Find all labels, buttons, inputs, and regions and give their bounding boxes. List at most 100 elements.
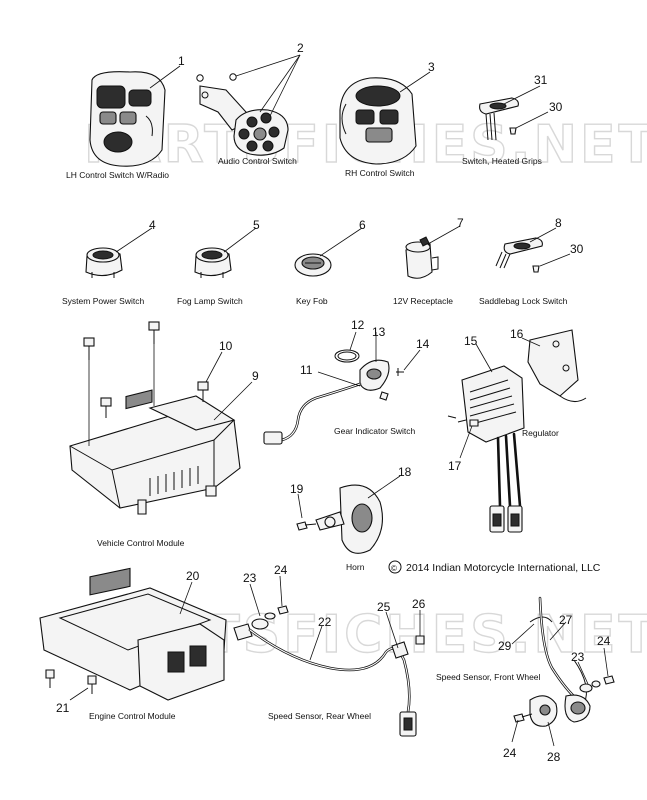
callout-3: 3 bbox=[428, 60, 435, 74]
callout-9: 9 bbox=[252, 369, 259, 383]
leader-23 bbox=[249, 583, 261, 617]
leader-2a bbox=[235, 54, 301, 77]
caption-gear-indicator-switch: Gear Indicator Switch bbox=[334, 426, 416, 436]
lh-control-switch-drawing bbox=[89, 71, 166, 167]
callout-22: 22 bbox=[318, 615, 332, 629]
callout-1: 1 bbox=[178, 54, 185, 68]
callout-12: 12 bbox=[351, 318, 365, 332]
callout-16: 16 bbox=[510, 327, 524, 341]
callout-23: 23 bbox=[243, 571, 257, 585]
callout-28: 28 bbox=[547, 750, 561, 764]
callout-24c: 24 bbox=[503, 746, 517, 760]
leader-29 bbox=[511, 623, 535, 645]
callout-13: 13 bbox=[372, 325, 386, 339]
caption-fog-lamp-switch: Fog Lamp Switch bbox=[177, 296, 243, 306]
leader-21 bbox=[69, 687, 89, 701]
callout-29: 29 bbox=[498, 639, 512, 653]
leader-12 bbox=[349, 331, 357, 351]
callout-30a: 30 bbox=[549, 100, 563, 114]
leader-31 bbox=[503, 85, 541, 105]
callout-15: 15 bbox=[464, 334, 478, 348]
leader-17 bbox=[459, 425, 473, 459]
leader-11 bbox=[317, 371, 361, 387]
callout-18: 18 bbox=[398, 465, 412, 479]
leader-5 bbox=[223, 227, 257, 253]
caption-lh-control-switch: LH Control Switch W/Radio bbox=[66, 170, 169, 180]
leader-19 bbox=[297, 493, 303, 519]
engine-control-module-drawing bbox=[39, 567, 227, 701]
callout-4: 4 bbox=[149, 218, 156, 232]
leader-27 bbox=[549, 621, 567, 641]
leader-9 bbox=[213, 381, 253, 421]
vehicle-control-module-drawing bbox=[69, 321, 241, 515]
caption-audio-control-switch: Audio Control Switch bbox=[218, 156, 297, 166]
callout-23b: 23 bbox=[571, 650, 585, 664]
leader-2c bbox=[269, 54, 301, 117]
speed-sensor-front-drawing bbox=[513, 596, 615, 727]
copyright-symbol: © bbox=[391, 564, 397, 573]
leader-7 bbox=[427, 225, 461, 245]
system-power-switch-drawing bbox=[85, 247, 123, 278]
caption-key-fob: Key Fob bbox=[296, 296, 328, 306]
copyright-text: 2014 Indian Motorcycle International, LL… bbox=[406, 562, 601, 574]
leader-2b bbox=[259, 54, 301, 113]
copyright-notice: © 2014 Indian Motorcycle International, … bbox=[388, 560, 601, 574]
leader-30a bbox=[515, 111, 549, 129]
callout-30b: 30 bbox=[570, 242, 584, 256]
receptacle-12v-drawing bbox=[405, 236, 439, 279]
callout-24a: 24 bbox=[274, 563, 288, 577]
audio-control-switch-drawing bbox=[196, 73, 289, 156]
callout-24b: 24 bbox=[597, 634, 611, 648]
caption-system-power-switch: System Power Switch bbox=[62, 296, 144, 306]
callout-27: 27 bbox=[559, 613, 573, 627]
callout-2: 2 bbox=[297, 41, 304, 55]
callout-17: 17 bbox=[448, 459, 462, 473]
leader-18 bbox=[367, 475, 401, 499]
leader-14 bbox=[403, 349, 421, 371]
leader-24c bbox=[511, 719, 519, 743]
leader-23b bbox=[577, 661, 589, 685]
callout-11: 11 bbox=[300, 363, 313, 377]
leader-15 bbox=[475, 343, 493, 373]
callout-14: 14 bbox=[416, 337, 430, 351]
callout-20: 20 bbox=[186, 569, 200, 583]
leader-30b bbox=[539, 253, 571, 267]
leader-4 bbox=[115, 227, 153, 253]
callout-8: 8 bbox=[555, 216, 562, 230]
callout-10: 10 bbox=[219, 339, 233, 353]
caption-rh-control-switch: RH Control Switch bbox=[345, 168, 415, 178]
caption-12v-receptacle: 12V Receptacle bbox=[393, 296, 453, 306]
leader-16 bbox=[521, 337, 541, 347]
rh-control-switch-drawing bbox=[339, 77, 417, 165]
leader-10 bbox=[205, 351, 223, 383]
horn-drawing bbox=[296, 484, 383, 554]
callout-19: 19 bbox=[290, 482, 304, 496]
speed-sensor-rear-drawing bbox=[233, 605, 425, 737]
caption-speed-sensor-front: Speed Sensor, Front Wheel bbox=[436, 672, 541, 682]
caption-heated-grips-switch: Switch, Heated Grips bbox=[462, 156, 542, 166]
callout-7: 7 bbox=[457, 216, 464, 230]
regulator-drawing bbox=[447, 329, 587, 533]
caption-vehicle-control-module: Vehicle Control Module bbox=[97, 538, 185, 548]
caption-speed-sensor-rear: Speed Sensor, Rear Wheel bbox=[268, 711, 371, 721]
leader-22 bbox=[309, 625, 323, 661]
leader-28 bbox=[547, 721, 555, 747]
fog-lamp-switch-drawing bbox=[194, 247, 232, 278]
key-fob-drawing bbox=[294, 253, 332, 277]
callout-21: 21 bbox=[56, 701, 70, 715]
leader-20 bbox=[179, 581, 193, 615]
caption-horn: Horn bbox=[346, 562, 365, 572]
leader-25 bbox=[385, 611, 399, 649]
leader-6 bbox=[319, 227, 363, 257]
caption-saddlebag-lock-switch: Saddlebag Lock Switch bbox=[479, 296, 568, 306]
callout-6: 6 bbox=[359, 218, 366, 232]
leader-1 bbox=[149, 65, 181, 89]
callout-31: 31 bbox=[534, 73, 548, 87]
saddlebag-lock-switch-drawing bbox=[495, 237, 543, 273]
callout-26: 26 bbox=[412, 597, 426, 611]
callout-5: 5 bbox=[253, 218, 260, 232]
leader-24b bbox=[603, 647, 609, 677]
caption-regulator: Regulator bbox=[522, 428, 559, 438]
gear-indicator-switch-drawing bbox=[263, 349, 404, 445]
